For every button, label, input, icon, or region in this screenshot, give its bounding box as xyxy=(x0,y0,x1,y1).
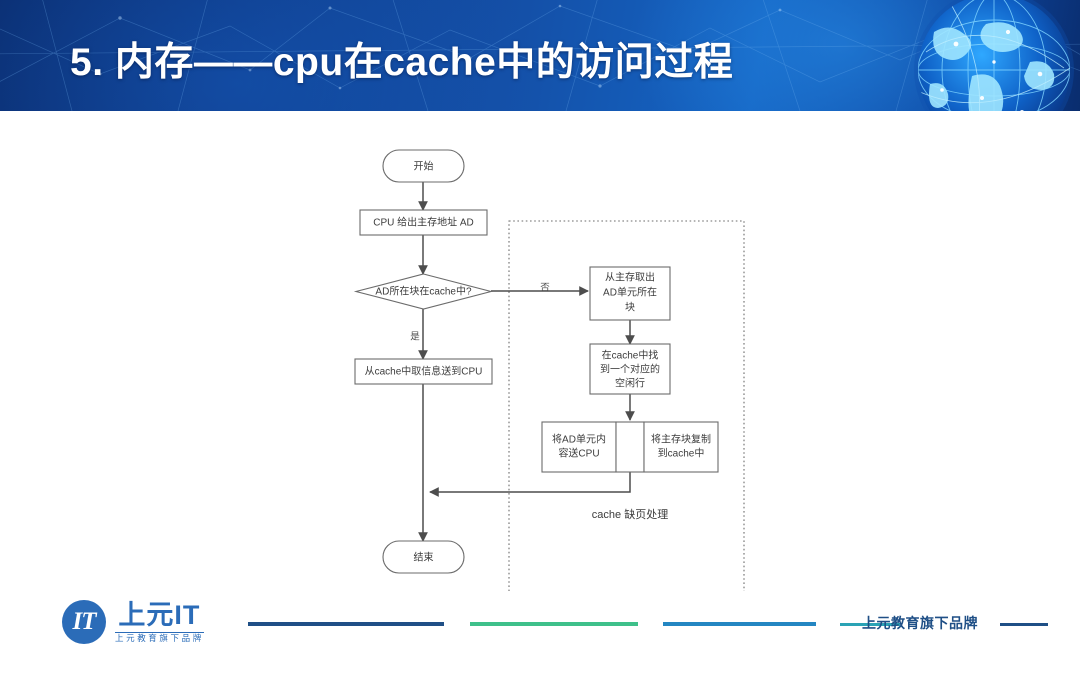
node-fetch-block-label-1: 从主存取出 xyxy=(605,271,655,284)
footer-brand-text: 上元教育旗下品牌 xyxy=(862,615,978,631)
node-hit-read-label: 从cache中取信息送到CPU xyxy=(365,365,483,378)
slide-footer: IT 上元IT 上元教育旗下品牌 上元教育旗下品牌 xyxy=(0,591,1080,675)
node-cpu-address xyxy=(359,209,488,236)
node-fetch-block-label-2: AD单元所在 xyxy=(603,287,657,299)
node-row-connector-cell xyxy=(615,421,645,473)
node-start xyxy=(382,149,465,183)
footer-rule-green xyxy=(470,622,638,626)
edge-label-yes: 是 xyxy=(410,332,420,343)
node-copy-to-cache-label-2: 到cache中 xyxy=(658,447,705,460)
it-circle-logo-icon: IT xyxy=(62,600,106,644)
node-copy-to-cache xyxy=(643,421,719,473)
cache-access-flowchart: 开始 CPU 给出主存地址 AD AD所在块在cache中? 否 是 从cach… xyxy=(353,149,745,591)
logo-divider xyxy=(115,631,204,633)
node-send-to-cpu-label-1: 将AD单元内 xyxy=(552,433,606,446)
node-hit-read xyxy=(354,358,493,385)
slide-header: 5. 内存——cpu在cache中的访问过程 xyxy=(0,0,1080,111)
footer-rule-teal-left xyxy=(840,623,900,626)
it-logo-letters: IT xyxy=(72,608,97,635)
node-start-label: 开始 xyxy=(414,160,434,173)
footer-rule-blue xyxy=(663,622,816,626)
node-send-to-cpu-label-2: 容送CPU xyxy=(558,447,599,460)
globe-network-icon xyxy=(914,0,1074,111)
logo-main-text: 上元IT xyxy=(118,600,201,631)
edge-return-to-main xyxy=(429,472,631,497)
cache-miss-region-label: cache 缺页处理 xyxy=(592,507,668,521)
edge-label-no: 否 xyxy=(540,283,550,294)
footer-rule-navy-right xyxy=(1000,623,1048,626)
node-find-free-line xyxy=(589,343,671,395)
cache-miss-region xyxy=(508,220,745,591)
node-cpu-address-label: CPU 给出主存地址 AD xyxy=(373,216,474,229)
node-decision xyxy=(353,273,494,310)
page-title: 5. 内存——cpu在cache中的访问过程 xyxy=(70,41,734,84)
node-find-free-line-label-1: 在cache中找 xyxy=(602,349,659,362)
flowchart-canvas: 开始 CPU 给出主存地址 AD AD所在块在cache中? 否 是 从cach… xyxy=(0,111,1080,591)
node-fetch-block-label-3: 块 xyxy=(625,302,635,314)
logo-text-block: 上元IT 上元教育旗下品牌 xyxy=(115,601,204,643)
footer-rule-navy xyxy=(248,622,444,626)
node-end-label: 结束 xyxy=(414,551,434,564)
node-fetch-block xyxy=(589,266,671,321)
brand-logo: IT 上元IT 上元教育旗下品牌 xyxy=(62,600,204,644)
node-find-free-line-label-2: 到一个对应的 xyxy=(600,363,660,376)
node-send-to-cpu xyxy=(541,421,617,473)
logo-sub-text: 上元教育旗下品牌 xyxy=(115,632,204,643)
node-decision-label: AD所在块在cache中? xyxy=(375,285,472,298)
node-copy-to-cache-label-1: 将主存块复制 xyxy=(651,433,711,446)
node-end xyxy=(382,540,465,574)
node-find-free-line-label-3: 空闲行 xyxy=(615,377,645,390)
